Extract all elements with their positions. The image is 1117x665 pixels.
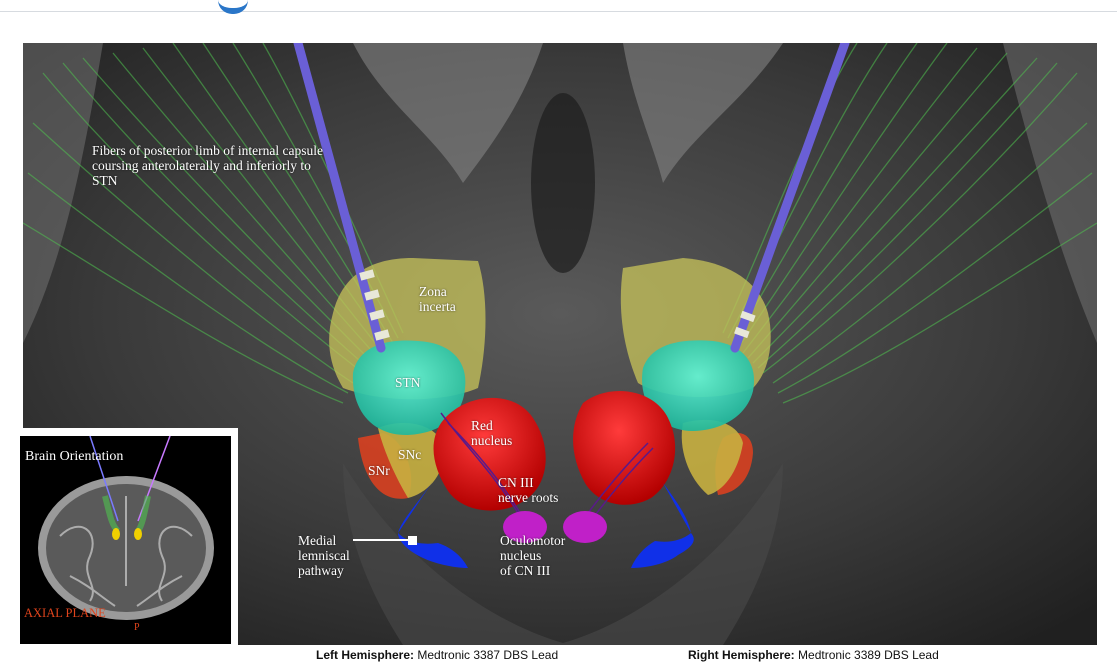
inset-target-left	[112, 528, 120, 540]
lemniscus-pointer-marker	[408, 536, 417, 545]
label-snr: SNr	[368, 463, 390, 478]
mri-ventricle	[531, 93, 595, 273]
label-red-nucleus: Red nucleus	[471, 418, 512, 448]
label-fibers: Fibers of posterior limb of internal cap…	[92, 143, 332, 188]
oculomotor-nucleus-right	[563, 511, 607, 543]
inset-target-right	[134, 528, 142, 540]
inset-title: Brain Orientation	[25, 449, 123, 465]
brain-orientation-inset: Brain Orientation AXIAL PLANE P	[13, 428, 238, 653]
label-snc: SNc	[398, 447, 421, 462]
inset-viewport: Brain Orientation AXIAL PLANE P	[20, 436, 231, 644]
label-oculomotor-nucleus: Oculomotor nucleus of CN III	[500, 533, 565, 578]
inset-posterior-label: P	[134, 622, 140, 633]
label-cn3-nerve-roots: CN III nerve roots	[498, 475, 558, 505]
label-zona-incerta: Zona incerta	[419, 284, 456, 314]
inset-plane-label: AXIAL PLANE	[24, 606, 106, 621]
caption-left-hemisphere: Left Hemisphere: Medtronic 3387 DBS Lead	[316, 648, 558, 662]
label-medial-lemniscus: Medial lemniscal pathway	[298, 533, 350, 578]
caption-right-hemisphere: Right Hemisphere: Medtronic 3389 DBS Lea…	[688, 648, 939, 662]
red-nucleus-right	[573, 391, 675, 505]
label-stn: STN	[395, 375, 421, 390]
header-divider	[0, 11, 1117, 12]
